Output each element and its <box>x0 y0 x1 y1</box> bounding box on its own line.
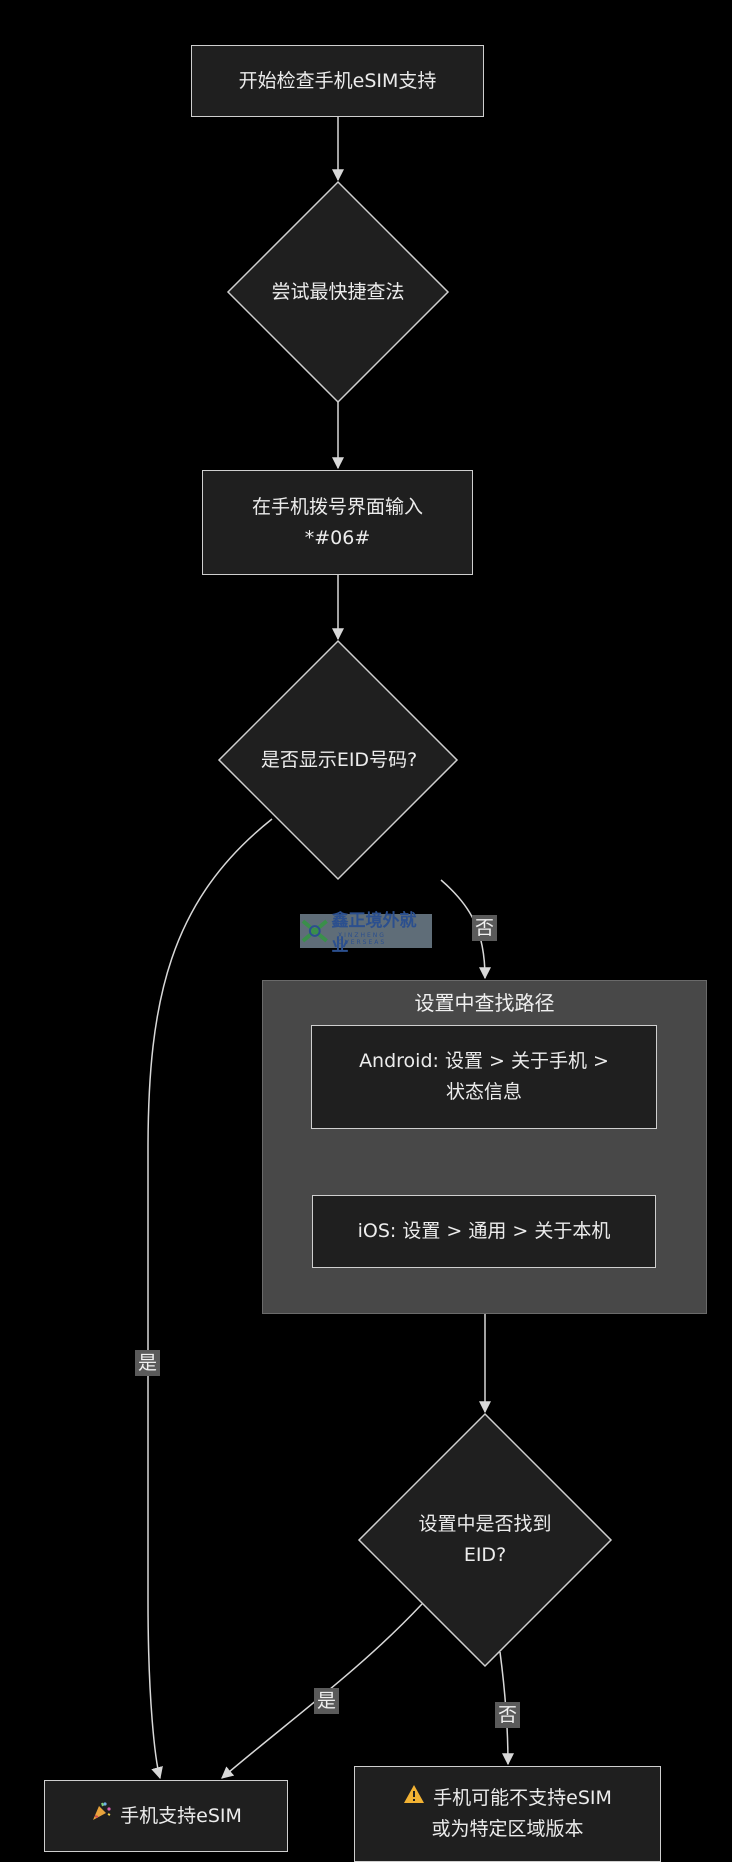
decision-try-fast-label: 尝试最快捷查法 <box>271 280 405 303</box>
decision-show-eid-shape <box>217 639 459 881</box>
edge-label-yes-2: 是 <box>314 1688 340 1714</box>
dial-node-line1: 在手机拨号界面输入 <box>251 495 423 518</box>
result-not-supported-line2: 或为特定区域版本 <box>431 1818 584 1840</box>
decision-found-eid: 设置中是否找到 EID? <box>385 1505 585 1575</box>
decision-found-eid-line2: EID? <box>463 1544 507 1566</box>
result-not-supported-node: 手机可能不支持eSIM 或为特定区域版本 <box>354 1766 661 1862</box>
edge-label-yes-1: 是 <box>135 1350 161 1376</box>
edge-label-yes-2-text: 是 <box>317 1690 337 1712</box>
decision-found-eid-shape <box>357 1412 613 1668</box>
android-path-line2: 状态信息 <box>445 1081 522 1103</box>
ios-path-node: iOS: 设置 > 通用 > 关于本机 <box>312 1195 656 1268</box>
watermark-icon <box>301 919 328 943</box>
warning-icon <box>403 1783 425 1814</box>
ios-path-label: iOS: 设置 > 通用 > 关于本机 <box>357 1220 611 1242</box>
result-supported-node: 手机支持eSIM <box>44 1780 288 1852</box>
settings-path-group-title: 设置中查找路径 <box>414 991 555 1015</box>
watermark-subtext: XINZHENG OVERSEAS <box>338 932 387 946</box>
result-not-supported-line1: 手机可能不支持eSIM <box>433 1787 612 1809</box>
start-node-label: 开始检查手机eSIM支持 <box>238 69 437 92</box>
android-path-line1: Android: 设置 > 关于手机 > <box>359 1050 609 1072</box>
decision-show-eid: 是否显示EID号码? <box>229 740 449 780</box>
edge-show-yes <box>147 818 273 1780</box>
dial-node: 在手机拨号界面输入 *#06# <box>202 470 473 575</box>
party-popper-icon <box>90 1800 112 1832</box>
android-path-node: Android: 设置 > 关于手机 > 状态信息 <box>311 1025 657 1129</box>
edge-label-no-1: 否 <box>472 915 498 941</box>
watermark-text: 鑫正境外就业 <box>331 911 417 956</box>
watermark-logo: 鑫正境外就业 XINZHENG OVERSEAS <box>300 911 432 956</box>
edge-label-yes-1-text: 是 <box>138 1352 158 1374</box>
edge-label-no-2-text: 否 <box>498 1704 518 1726</box>
decision-found-eid-line1: 设置中是否找到 <box>418 1513 552 1535</box>
edge-label-no-1-text: 否 <box>475 917 495 939</box>
edge-label-no-2: 否 <box>495 1702 521 1728</box>
result-supported-label: 手机支持eSIM <box>120 1804 242 1827</box>
decision-try-fast: 尝试最快捷查法 <box>238 272 438 312</box>
dial-node-line2: *#06# <box>304 526 371 549</box>
decision-show-eid-label: 是否显示EID号码? <box>260 748 418 771</box>
start-node: 开始检查手机eSIM支持 <box>191 45 484 117</box>
